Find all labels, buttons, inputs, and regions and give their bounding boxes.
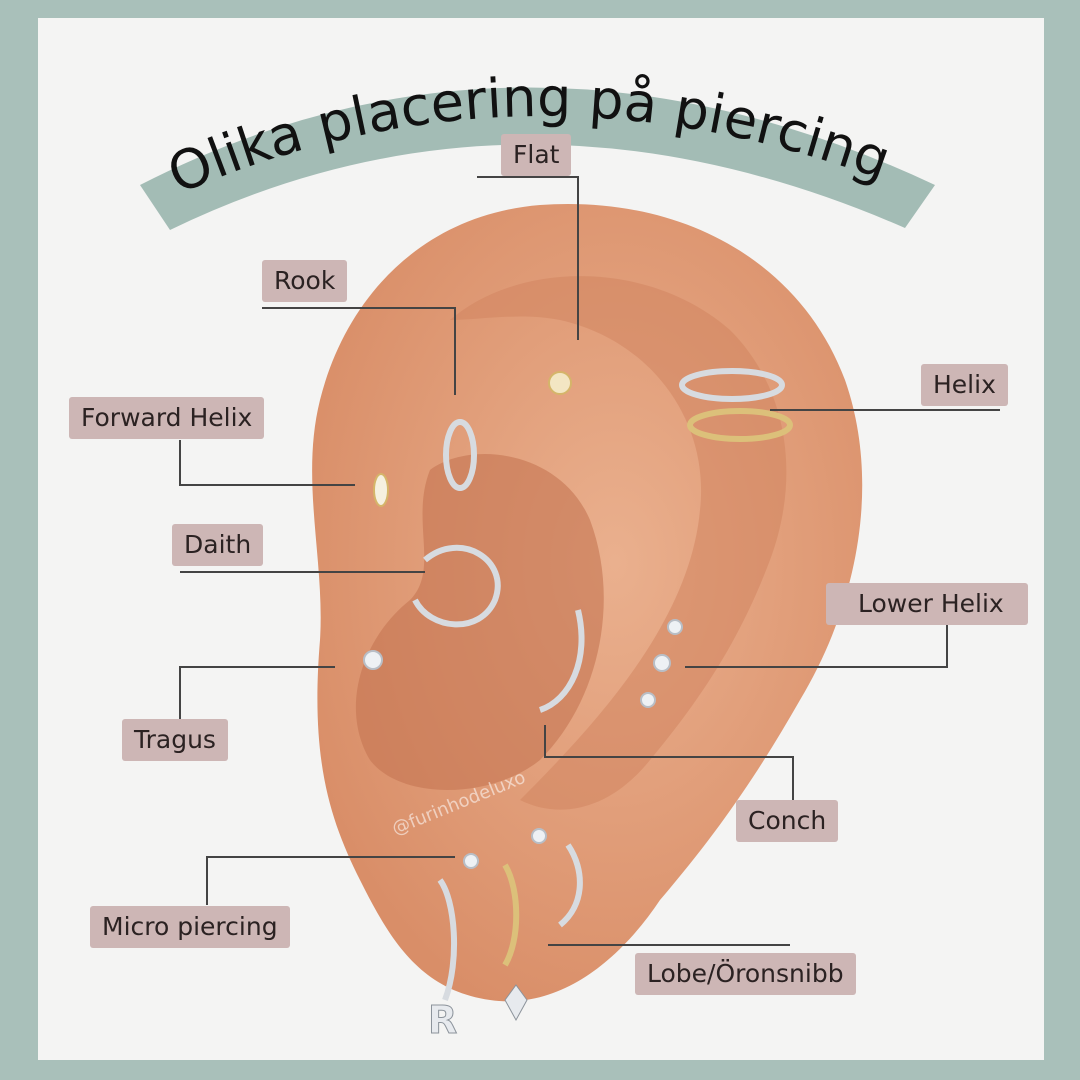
studs xyxy=(363,371,683,869)
lower-helix-stud-2 xyxy=(653,654,671,672)
micro-stud-1 xyxy=(463,853,479,869)
helix-ring-gold xyxy=(687,408,793,442)
label-flat: Flat xyxy=(501,134,572,176)
label-tragus: Tragus xyxy=(122,719,228,761)
label-lower-helix: Lower Helix xyxy=(826,583,1028,625)
tragus-stud xyxy=(363,650,383,670)
leader-lines xyxy=(179,176,1000,946)
ear-helix-inner xyxy=(450,276,787,810)
forward-helix-stud xyxy=(373,473,389,507)
title-banner xyxy=(140,87,935,230)
charm-diamond xyxy=(504,984,528,1022)
lower-helix-stud-3 xyxy=(640,692,656,708)
label-rook: Rook xyxy=(262,260,348,302)
label-forward-helix: Forward Helix xyxy=(69,397,265,439)
label-lobe: Lobe/Öronsnibb xyxy=(635,953,856,995)
conch-climber xyxy=(538,609,585,713)
label-daith: Daith xyxy=(172,524,264,566)
label-conch: Conch xyxy=(736,800,839,842)
lobe-hoop-3 xyxy=(558,843,583,928)
helix-ring-silver xyxy=(679,368,785,402)
daith-ring xyxy=(412,544,501,628)
label-micro-piercing: Micro piercing xyxy=(90,906,290,948)
flat-butterfly-stud xyxy=(548,371,572,395)
micro-stud-2 xyxy=(531,828,547,844)
lobe-hoop-2 xyxy=(502,863,520,967)
lower-helix-stud-1 xyxy=(667,619,683,635)
jewelry xyxy=(412,368,793,1002)
rook-ring xyxy=(443,419,477,491)
ear-concha xyxy=(355,454,604,790)
charm-letter: R xyxy=(428,998,457,1042)
label-helix: Helix xyxy=(921,364,1008,406)
lobe-hoop-1 xyxy=(437,878,458,1002)
